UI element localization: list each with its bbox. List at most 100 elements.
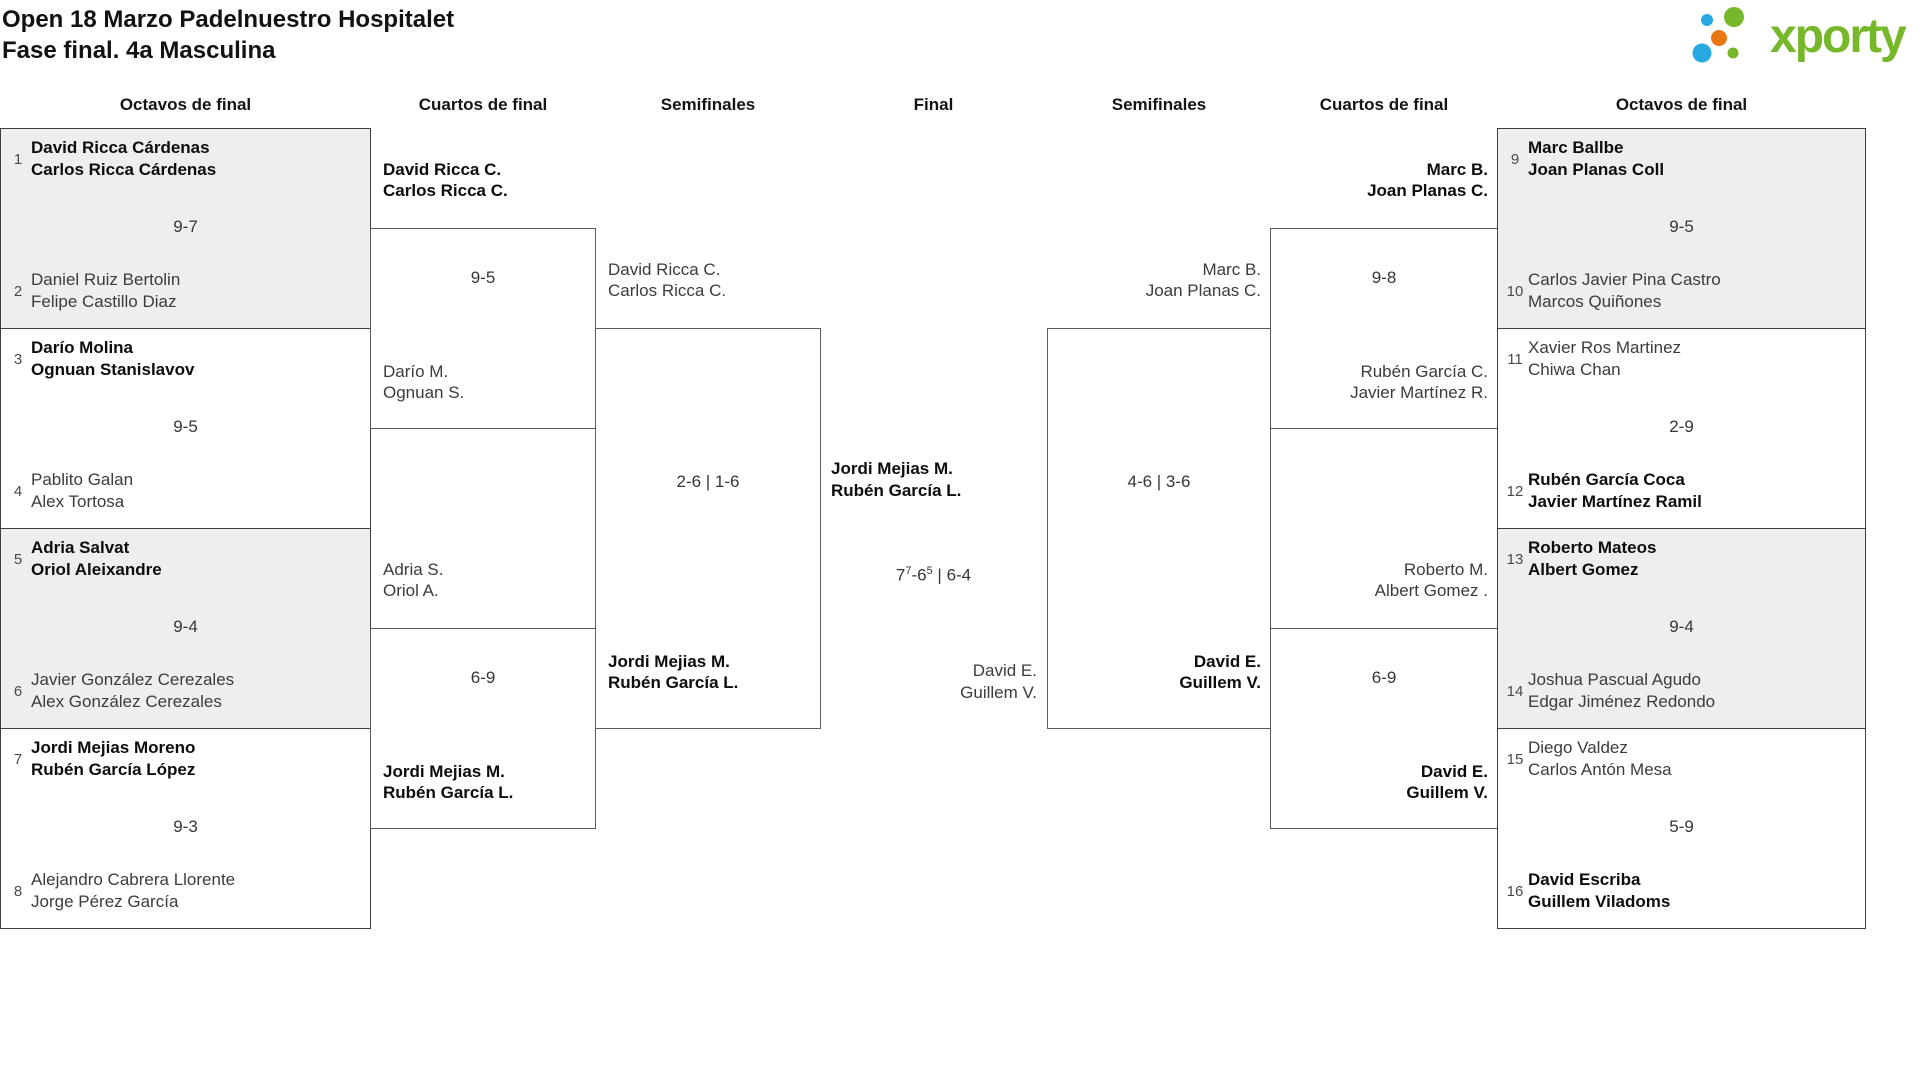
player-name: Rubén García L. — [831, 481, 962, 500]
team-entry[interactable]: 7 Jordi Mejias Moreno Rubén García López — [5, 737, 362, 781]
team-entry[interactable]: 14 Joshua Pascual Agudo Edgar Jiménez Re… — [1502, 669, 1857, 713]
team-entry[interactable]: David Ricca C. Carlos Ricca C. — [383, 159, 595, 201]
match-score: 9-5 — [173, 417, 198, 436]
team-entry[interactable]: 4 Pablito Galan Alex Tortosa — [5, 469, 362, 513]
player-name: David E. — [1193, 652, 1261, 671]
team-entry[interactable]: 6 Javier González Cerezales Alex Gonzále… — [5, 669, 362, 713]
r16-match-box-7: 13 Roberto Mateos Albert Gomez 9-4 14 Jo… — [1497, 528, 1866, 729]
seed-number: 12 — [1506, 482, 1524, 500]
team-entry[interactable]: Jordi Mejias M. Rubén García L. — [831, 458, 1041, 502]
player-name: Guillem V. — [960, 683, 1037, 702]
team-entry[interactable]: 10 Carlos Javier Pina Castro Marcos Quiñ… — [1502, 269, 1857, 313]
team-entry[interactable]: Jordi Mejias M. Rubén García L. — [608, 651, 820, 693]
player-name: Rubén García L. — [383, 783, 514, 802]
team-entry[interactable]: 15 Diego Valdez Carlos Antón Mesa — [1502, 737, 1857, 781]
tiebreak-superscript: 5 — [926, 565, 933, 577]
page-title: Open 18 Marzo Padelnuestro Hospitalet Fa… — [2, 4, 454, 66]
team-entry[interactable]: 12 Rubén García Coca Javier Martínez Ram… — [1502, 469, 1857, 513]
final-score: 77-65 | 6-4 — [895, 565, 972, 585]
player-name: Carlos Ricca Cárdenas — [31, 160, 217, 179]
player-name: Carlos Antón Mesa — [1528, 760, 1672, 779]
player-name: Marcos Quiñones — [1528, 292, 1662, 311]
player-name: Albert Gomez . — [1374, 581, 1488, 600]
team-entry[interactable]: David E. Guillem V. — [827, 660, 1037, 704]
team-entry[interactable]: 1 David Ricca Cárdenas Carlos Ricca Cárd… — [5, 137, 362, 181]
player-name: Felipe Castillo Diaz — [31, 292, 177, 311]
team-entry[interactable]: Jordi Mejias M. Rubén García L. — [383, 761, 595, 803]
player-name: Xavier Ros Martinez — [1528, 338, 1682, 357]
team-entry[interactable]: Roberto M. Albert Gomez . — [1276, 559, 1488, 601]
round-header-semifinales-right: Semifinales — [1111, 95, 1207, 114]
player-name: Roberto M. — [1403, 560, 1488, 579]
seed-number: 6 — [13, 682, 23, 700]
team-entry[interactable]: David E. Guillem V. — [1276, 761, 1488, 803]
player-name: Joan Planas Coll — [1528, 160, 1665, 179]
team-entry[interactable]: 8 Alejandro Cabrera Llorente Jorge Pérez… — [5, 869, 362, 913]
match-score: 9-3 — [173, 817, 198, 836]
r16-match-box-8: 15 Diego Valdez Carlos Antón Mesa 5-9 16… — [1497, 728, 1866, 929]
sf-match-box-left: David Ricca C. Carlos Ricca C. 2-6 | 1-6… — [595, 260, 821, 729]
team-entry[interactable]: Marc B. Joan Planas C. — [1276, 159, 1488, 201]
round-header-final: Final — [913, 95, 954, 114]
tiebreak-superscript: 7 — [905, 565, 912, 577]
match-score: 2-9 — [1669, 417, 1694, 436]
team-entry[interactable]: David Ricca C. Carlos Ricca C. — [608, 259, 820, 301]
player-name: Rubén García L. — [608, 673, 739, 692]
player-name: Oriol A. — [383, 581, 439, 600]
team-entry[interactable]: Darío M. Ognuan S. — [383, 361, 595, 403]
player-name: David Ricca Cárdenas — [31, 138, 210, 157]
seed-number: 16 — [1506, 882, 1524, 900]
match-score: 6-9 — [1371, 668, 1397, 687]
seed-number: 5 — [13, 550, 23, 568]
xporty-logo[interactable]: xporty — [1690, 4, 1907, 70]
team-entry[interactable]: 3 Darío Molina Ognuan Stanislavov — [5, 337, 362, 381]
match-score: 6-9 — [470, 668, 496, 687]
team-entry[interactable]: 5 Adria Salvat Oriol Aleixandre — [5, 537, 362, 581]
player-name: Guillem V. — [1179, 673, 1261, 692]
player-name: Marc B. — [1426, 160, 1488, 179]
round-header-cuartos-left: Cuartos de final — [418, 95, 548, 114]
player-name: Ognuan Stanislavov — [31, 360, 195, 379]
qf-match-box-left-2: Adria S. Oriol A. 6-9 Jordi Mejias M. Ru… — [370, 560, 596, 829]
team-entry[interactable]: 13 Roberto Mateos Albert Gomez — [1502, 537, 1857, 581]
r16-match-box-3: 5 Adria Salvat Oriol Aleixandre 9-4 6 Ja… — [0, 528, 371, 729]
player-name: Roberto Mateos — [1528, 538, 1657, 557]
team-entry[interactable]: 16 David Escriba Guillem Viladoms — [1502, 869, 1857, 913]
player-name: Pablito Galan — [31, 470, 134, 489]
xporty-dots-icon — [1692, 7, 1744, 63]
final-match: Jordi Mejias M. Rubén García L. 77-65 | … — [820, 128, 1047, 928]
match-score: 9-4 — [173, 617, 198, 636]
player-name: Carlos Javier Pina Castro — [1528, 270, 1721, 289]
phase-subtitle: Fase final. 4a Masculina — [2, 37, 276, 64]
player-name: Javier Martínez Ramil — [1528, 492, 1702, 511]
player-name: Carlos Ricca C. — [608, 281, 727, 300]
player-name: Jorge Pérez García — [31, 892, 179, 911]
team-entry[interactable]: David E. Guillem V. — [1049, 651, 1261, 693]
seed-number: 3 — [13, 350, 23, 368]
logo-wordmark: xporty — [1770, 10, 1907, 63]
r16-match-box-2: 3 Darío Molina Ognuan Stanislavov 9-5 4 … — [0, 328, 371, 529]
player-name: Jordi Mejias M. — [608, 652, 730, 671]
team-entry[interactable]: Marc B. Joan Planas C. — [1049, 259, 1261, 301]
player-name: Rubén García López — [31, 760, 196, 779]
match-score: 2-6 | 1-6 — [676, 472, 740, 491]
seed-number: 13 — [1506, 550, 1524, 568]
sf-match-box-right: Marc B. Joan Planas C. 4-6 | 3-6 David E… — [1047, 260, 1271, 729]
seed-number: 4 — [13, 482, 23, 500]
round-header-semifinales-left: Semifinales — [660, 95, 756, 114]
team-entry[interactable]: 2 Daniel Ruiz Bertolin Felipe Castillo D… — [5, 269, 362, 313]
team-entry[interactable]: Rubén García C. Javier Martínez R. — [1276, 361, 1488, 403]
player-name: Ognuan S. — [383, 383, 465, 402]
team-entry[interactable]: 11 Xavier Ros Martinez Chiwa Chan — [1502, 337, 1857, 381]
player-name: Rubén García C. — [1360, 362, 1488, 381]
player-name: Albert Gomez — [1528, 560, 1639, 579]
player-name: Adria Salvat — [31, 538, 130, 557]
team-entry[interactable]: Adria S. Oriol A. — [383, 559, 595, 601]
player-name: David E. — [1420, 762, 1488, 781]
player-name: Jordi Mejias Moreno — [31, 738, 196, 757]
match-score: 9-5 — [1669, 217, 1694, 236]
seed-number: 2 — [13, 282, 23, 300]
team-entry[interactable]: 9 Marc Ballbe Joan Planas Coll — [1502, 137, 1857, 181]
player-name: Rubén García Coca — [1528, 470, 1685, 489]
